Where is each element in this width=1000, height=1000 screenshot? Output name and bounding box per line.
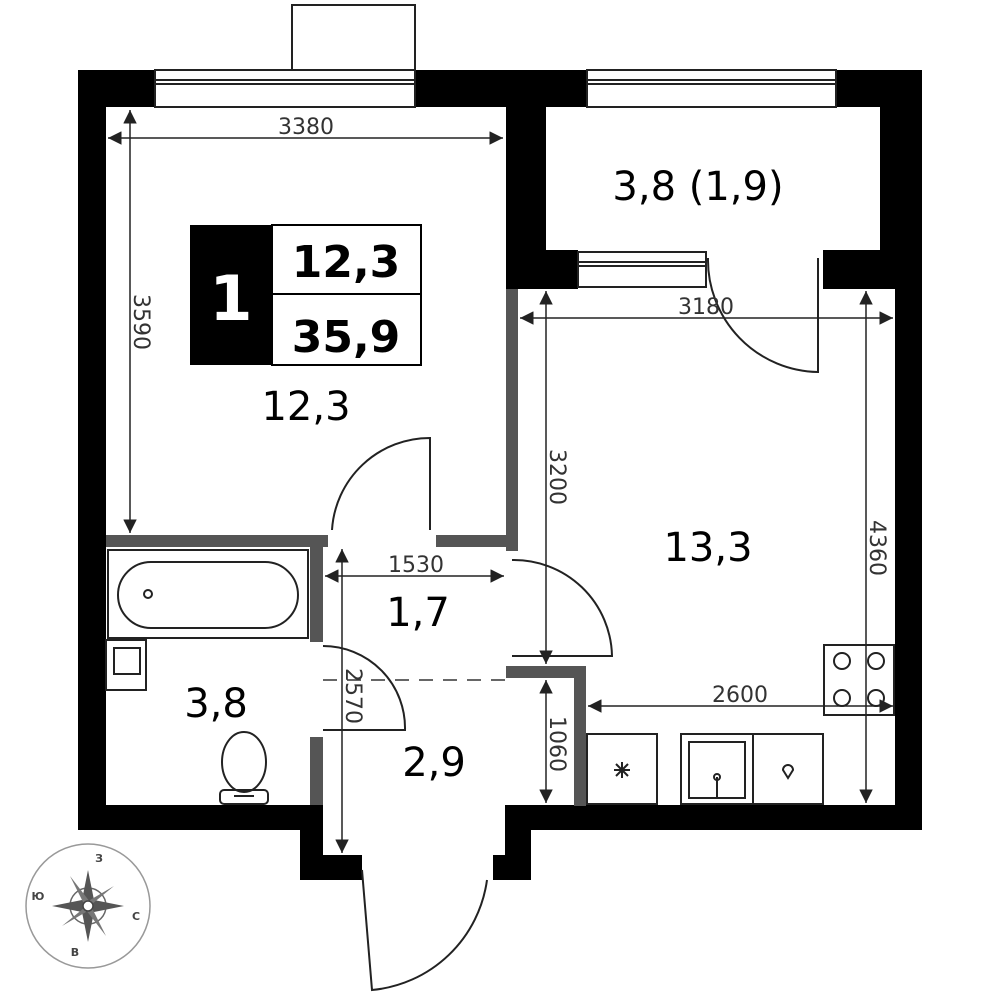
windows	[154, 4, 837, 288]
dimension-labels: 3380 3590 3180 3200 4360 1530 2570 2600 …	[128, 115, 889, 772]
room-labels: 12,3 3,8 (1,9) 13,3 1,7 3,8 2,9	[184, 164, 783, 786]
compass-icon: З С В Ю	[25, 843, 151, 969]
dimension-lines	[108, 110, 893, 853]
room-area-corridor: 1,7	[386, 590, 450, 636]
room-area-left: 12,3	[261, 384, 350, 430]
partitions	[106, 289, 586, 806]
total-area: 35,9	[292, 312, 401, 363]
compass-north-label: З	[95, 852, 103, 865]
apartment-summary-badge: 1 12,3 35,9	[190, 224, 422, 366]
room-area-right: 13,3	[663, 525, 752, 571]
compass-south-label: В	[71, 946, 79, 959]
washbasin-icon	[105, 639, 147, 691]
dim-kitchen-depth: 1060	[544, 716, 569, 772]
dim-left-width: 3380	[278, 115, 334, 140]
rooms-count: 1	[209, 262, 252, 335]
dim-right-height-inner: 3200	[544, 449, 569, 505]
exterior-walls	[78, 70, 922, 880]
room-area-bathroom: 3,8	[184, 681, 248, 727]
kitchen-counter	[586, 733, 824, 805]
compass-east-label: С	[132, 910, 140, 923]
room-area-balcony: 3,8 (1,9)	[612, 164, 783, 210]
dishwasher-icon	[781, 764, 795, 780]
dim-right-height-full: 4360	[864, 520, 889, 576]
dim-left-height: 3590	[128, 294, 153, 350]
dim-hall-length: 2570	[340, 668, 365, 724]
stove-icon	[823, 644, 895, 716]
dim-right-width: 3180	[678, 295, 734, 320]
sink-icon	[688, 741, 746, 799]
fridge-icon	[614, 762, 630, 778]
dim-kitchen-width: 2600	[712, 683, 768, 708]
room-area-hall: 2,9	[402, 740, 466, 786]
living-area: 12,3	[292, 237, 401, 288]
dim-corridor-width: 1530	[388, 553, 444, 578]
compass-west-label: Ю	[32, 890, 45, 903]
toilet-icon	[219, 731, 269, 805]
bathtub-icon	[107, 549, 309, 639]
